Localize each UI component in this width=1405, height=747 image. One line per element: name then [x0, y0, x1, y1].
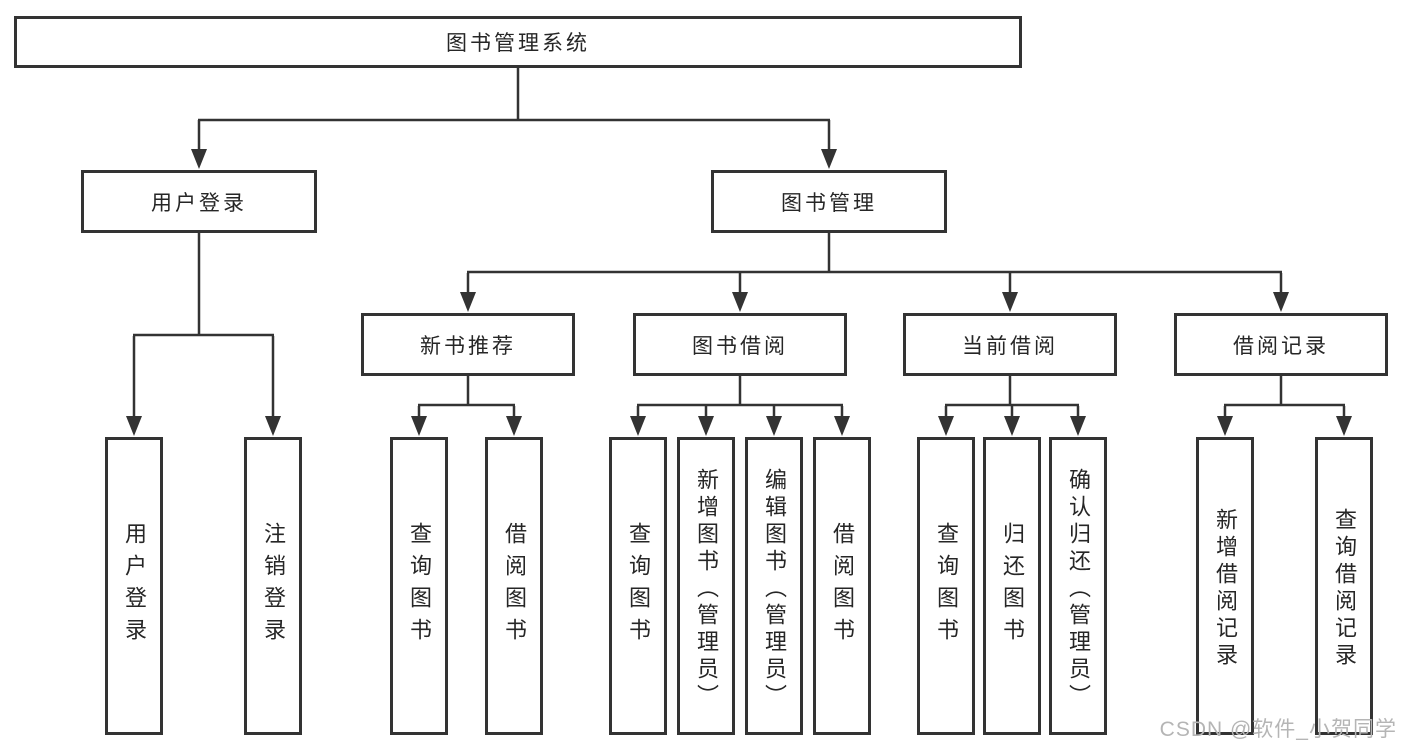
node-book-borrowing: 图书借阅	[633, 313, 847, 376]
leaf-logout: 注销登录	[244, 437, 302, 735]
node-current-borrowing: 当前借阅	[903, 313, 1117, 376]
leaf-query-books-current: 查询图书	[917, 437, 975, 735]
leaf-add-borrow-record: 新增借阅记录	[1196, 437, 1254, 735]
leaf-borrow-books-recommend: 借阅图书	[485, 437, 543, 735]
leaf-borrow-books: 借阅图书	[813, 437, 871, 735]
leaf-confirm-return-admin: 确认归还（管理员）	[1049, 437, 1107, 735]
node-book-management: 图书管理	[711, 170, 947, 233]
leaf-edit-books-admin: 编辑图书（管理员）	[745, 437, 803, 735]
node-root-system: 图书管理系统	[14, 16, 1022, 68]
leaf-add-books-admin: 新增图书（管理员）	[677, 437, 735, 735]
leaf-return-books: 归还图书	[983, 437, 1041, 735]
node-new-book-recommendation: 新书推荐	[361, 313, 575, 376]
leaf-query-borrow-record: 查询借阅记录	[1315, 437, 1373, 735]
leaf-user-login: 用户登录	[105, 437, 163, 735]
leaf-query-books-recommend: 查询图书	[390, 437, 448, 735]
node-borrowing-records: 借阅记录	[1174, 313, 1388, 376]
leaf-query-books-borrowing: 查询图书	[609, 437, 667, 735]
node-user-login: 用户登录	[81, 170, 317, 233]
csdn-watermark: CSDN @软件_小贺同学	[1159, 718, 1397, 741]
